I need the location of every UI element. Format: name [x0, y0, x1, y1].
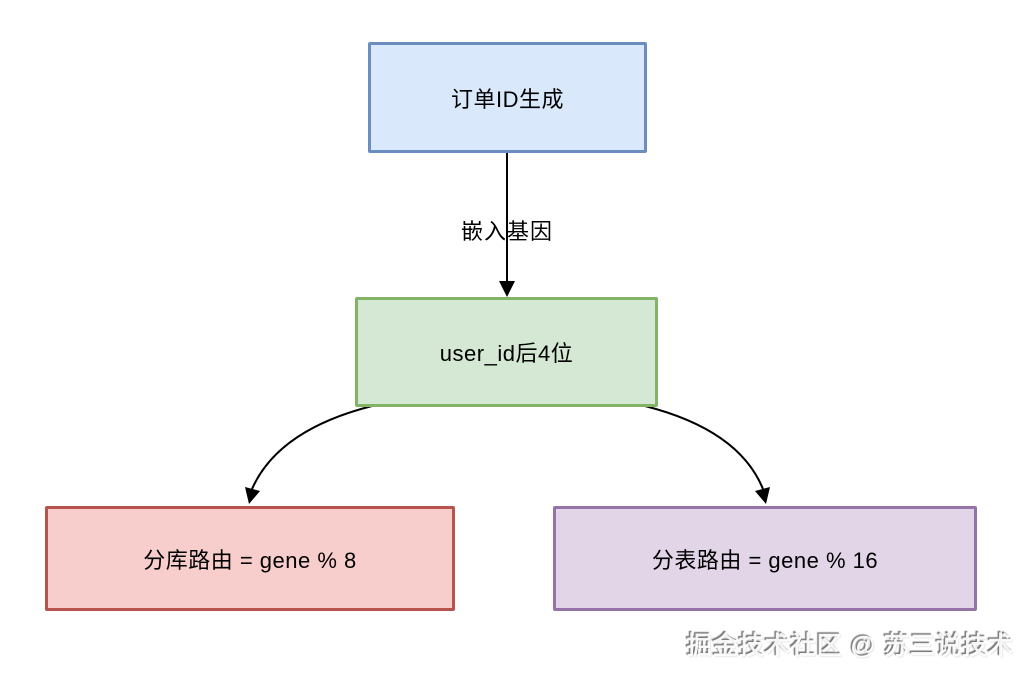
node-db-shard-route: 分库路由 = gene % 8 — [45, 506, 455, 611]
node-order-id-generation: 订单ID生成 — [368, 42, 647, 153]
edge-userid-to-dbroute — [245, 405, 373, 504]
node-user-id-last4: user_id后4位 — [355, 297, 658, 407]
node-user-id-last4-label: user_id后4位 — [439, 341, 574, 366]
node-table-shard-route-label: 分表路由 = gene % 16 — [651, 547, 879, 573]
node-table-shard-route: 分表路由 = gene % 16 — [553, 506, 977, 611]
node-db-shard-route-label: 分库路由 = gene % 8 — [143, 547, 357, 573]
edge-label-embed-gene: 嵌入基因 — [460, 219, 553, 244]
watermark-text: 掘金技术社区 @ 苏三说技术 — [686, 632, 1014, 660]
node-order-id-generation-label: 订单ID生成 — [450, 86, 564, 112]
edge-userid-to-tableroute — [644, 405, 770, 504]
